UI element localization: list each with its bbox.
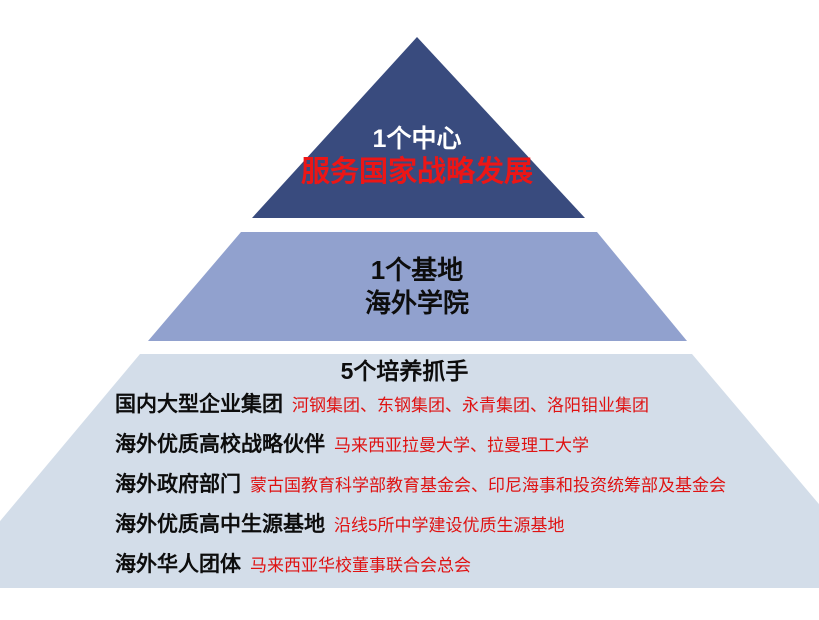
row-label: 海外华人团体 — [115, 553, 241, 576]
row-label: 海外优质高中生源基地 — [115, 513, 325, 536]
tier1-triangle — [252, 37, 585, 218]
row-detail: 河钢集团、东钢集团、永青集团、洛阳钼业集团 — [292, 396, 649, 415]
row-label: 国内大型企业集团 — [115, 393, 283, 416]
tier2-line2: 海外学院 — [364, 288, 469, 318]
row-detail: 马来西亚拉曼大学、拉曼理工大学 — [334, 436, 589, 455]
tier3-row-overseas-highschools: 海外优质高中生源基地 沿线5所中学建设优质生源基地 — [115, 508, 726, 548]
tier2-trapezoid — [148, 232, 687, 341]
tier2-line1: 1个基地 — [370, 255, 464, 285]
tier3-rows: 国内大型企业集团 河钢集团、东钢集团、永青集团、洛阳钼业集团 海外优质高校战略伙… — [115, 388, 726, 588]
tier3-row-domestic-enterprises: 国内大型企业集团 河钢集团、东钢集团、永青集团、洛阳钼业集团 — [115, 388, 726, 428]
tier3-title: 5个培养抓手 — [340, 358, 469, 384]
tier3-row-overseas-government: 海外政府部门 蒙古国教育科学部教育基金会、印尼海事和投资统筹部及基金会 — [115, 468, 726, 508]
row-label: 海外优质高校战略伙伴 — [115, 433, 325, 456]
row-detail: 马来西亚华校董事联合会总会 — [250, 556, 471, 575]
row-detail: 蒙古国教育科学部教育基金会、印尼海事和投资统筹部及基金会 — [250, 476, 726, 495]
tier3-row-overseas-universities: 海外优质高校战略伙伴 马来西亚拉曼大学、拉曼理工大学 — [115, 428, 726, 468]
tier1-subtitle: 服务国家战略发展 — [300, 156, 533, 188]
row-detail: 沿线5所中学建设优质生源基地 — [334, 516, 565, 535]
tier3-row-overseas-chinese-groups: 海外华人团体 马来西亚华校董事联合会总会 — [115, 548, 726, 588]
row-label: 海外政府部门 — [115, 473, 241, 496]
tier3-trapezoid — [0, 354, 819, 588]
tier1-title: 1个中心 — [372, 125, 462, 153]
